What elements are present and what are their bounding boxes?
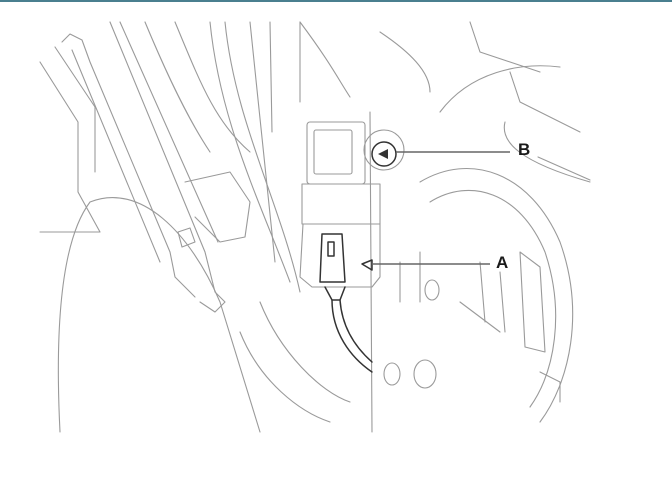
- mounting-bolt: [363, 129, 405, 171]
- callout-a: A: [496, 253, 509, 272]
- housing-left: [57, 21, 373, 433]
- callout-b: B: [518, 140, 531, 159]
- hose-lines: [39, 21, 351, 313]
- sensor-body: [299, 121, 381, 373]
- header-rule: [0, 0, 672, 2]
- housing-right: [379, 21, 591, 423]
